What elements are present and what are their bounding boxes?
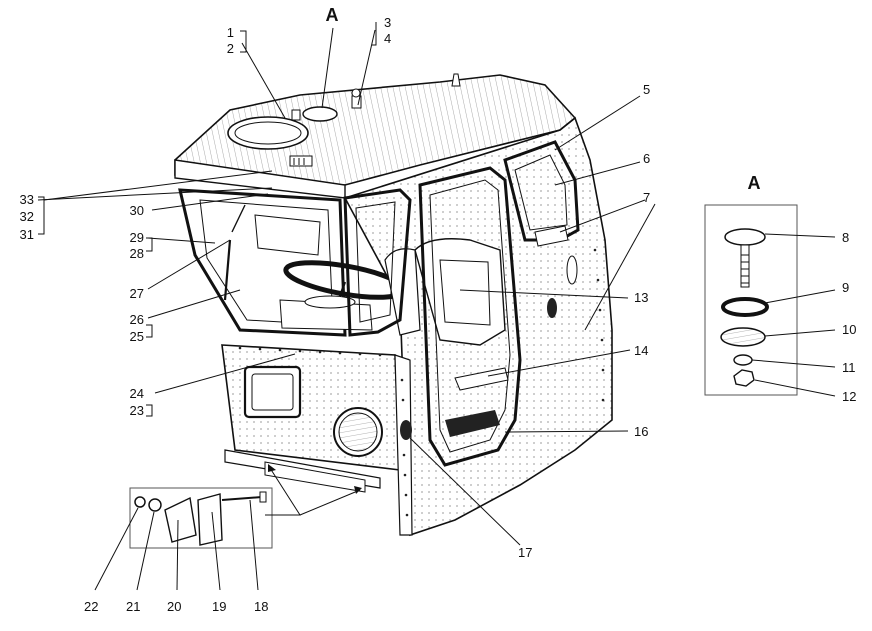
callout-18: 18 [254,599,268,614]
callout-17: 17 [518,545,532,560]
front-side-window [343,188,412,337]
part-11-lock-washer [733,354,753,366]
callout-10: 10 [842,322,856,337]
callout-23: 23 [130,403,144,418]
callout-22: 22 [84,599,98,614]
callout-14: 14 [634,343,648,358]
roof-fitting-left [291,109,301,121]
callout-16: 16 [634,424,648,439]
hinge-detail-frame [129,487,273,549]
callout-4: 4 [384,31,391,46]
callout-labels: 1 2 3 4 5 6 7 8 9 10 11 12 13 14 16 17 1… [20,15,857,614]
windshield-frame [178,188,347,337]
view-mark-detail: A [748,173,761,193]
callout-11: 11 [842,360,856,375]
side-vent-lower [547,298,557,318]
callout-19: 19 [212,599,226,614]
callout-6: 6 [643,151,650,166]
rear-side-window [503,140,580,242]
front-corner-pillar [394,354,413,536]
roof-hatch-cover [227,116,309,150]
cab-step [445,410,500,437]
door-frame [418,166,522,467]
part-22-washer [134,496,146,508]
leader-lines [37,22,836,591]
callout-8: 8 [842,230,849,245]
rivet-rows [238,248,605,517]
view-mark-main: A [326,5,339,25]
callout-12: 12 [842,389,856,404]
part-20-bracket [164,496,197,543]
roof-antenna-mount [451,73,461,87]
callout-3: 3 [384,15,391,30]
part-21-ring [148,498,162,512]
callout-32: 32 [20,209,34,224]
cab-body [174,73,613,537]
callout-30: 30 [130,203,144,218]
part-8-bolt-head [724,228,766,246]
door-lock [534,225,569,247]
callout-2: 2 [227,41,234,56]
wiper-arm [223,239,232,301]
callout-24: 24 [130,386,144,401]
part-9-rubber-pad [721,297,769,317]
callout-21: 21 [126,599,140,614]
callout-25: 25 [130,329,144,344]
rear-window [254,214,321,256]
view-marks: A A [326,5,761,193]
callout-5: 5 [643,82,650,97]
detail-a-frame [704,204,798,396]
part-19-hinge-plate [197,493,223,546]
callout-26: 26 [130,312,144,327]
roof-fitting-right [351,95,362,109]
side-vent [566,255,578,285]
callout-29: 29 [130,230,144,245]
part-10-washer [720,327,766,347]
part-18-bolt [221,496,263,501]
callout-9: 9 [842,280,849,295]
side-porthole [400,420,412,440]
callout-33: 33 [20,192,34,207]
callout-31: 31 [20,227,34,242]
front-light-box [243,365,302,419]
part-12-nut [733,369,755,387]
callout-20: 20 [167,599,181,614]
roof-vent-dome [302,106,338,122]
callout-13: 13 [634,290,648,305]
hinge-detail [129,464,362,549]
callout-7: 7 [643,190,650,205]
callout-27: 27 [130,286,144,301]
detail-a-mount [704,204,798,396]
callout-28: 28 [130,246,144,261]
callout-1: 1 [227,25,234,40]
roof-front-vent [289,155,313,167]
